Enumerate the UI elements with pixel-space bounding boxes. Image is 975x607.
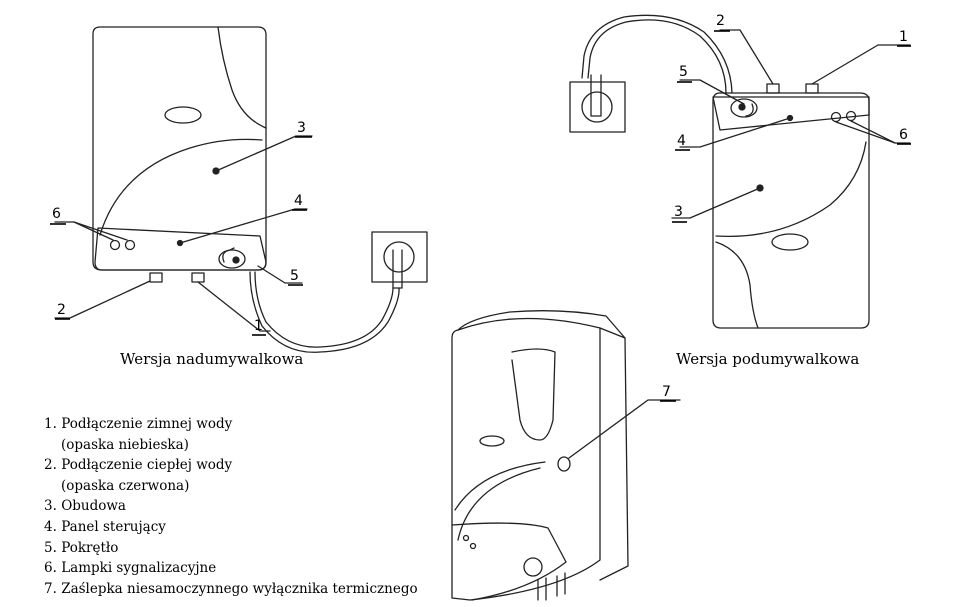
3d-heater-side — [599, 327, 629, 581]
left-callout-5: 5 — [290, 268, 299, 284]
legend-number: 5. — [44, 539, 57, 556]
left-signal-lamp-1 — [109, 239, 121, 251]
3d-knob — [523, 557, 543, 577]
bottom-callout-lines — [568, 399, 681, 459]
legend-number: 2. — [44, 457, 57, 474]
left-power-cable — [249, 271, 400, 353]
legend-detail-2: (opaska czerwona) — [61, 477, 190, 494]
left-callout-2: 2 — [57, 302, 66, 318]
right-control-panel — [712, 96, 870, 131]
3d-housing-window — [479, 435, 505, 447]
right-housing-side-curve — [715, 241, 759, 329]
left-signal-lamp-2 — [124, 239, 136, 251]
callout-underlines — [50, 30, 911, 402]
legend-item-7: 7. Zaślepka niesamoczynnego wyłącznika t… — [44, 579, 418, 600]
left-housing-side-curve — [217, 26, 267, 129]
right-signal-lamp-1 — [830, 111, 842, 123]
left-callout-4: 4 — [294, 193, 303, 209]
3d-lamp-2 — [469, 542, 477, 550]
3d-control-panel — [451, 522, 567, 601]
caption-above-sink: Wersja nadumywalkowa — [120, 350, 304, 368]
legend-text: Pokrętło — [61, 539, 119, 556]
3d-housing-fold — [511, 348, 556, 441]
left-callout-lines — [54, 135, 313, 332]
3d-heater-top — [457, 310, 626, 339]
right-power-cable-inner — [581, 14, 733, 94]
left-socket-ring — [383, 241, 415, 273]
right-socket-ring — [581, 91, 613, 123]
left-control-knob — [218, 249, 246, 269]
3d-lamp-1 — [462, 534, 470, 542]
right-callout-numbers: 2 1 5 4 6 3 — [674, 13, 908, 220]
3d-thermal-cutout-cap — [557, 456, 571, 472]
right-housing-arc — [715, 141, 867, 238]
legend-number: 4. — [44, 518, 57, 535]
legend-text: Zaślepka niesamoczynnego wyłącznika term… — [61, 580, 418, 597]
right-knob-center — [738, 103, 746, 111]
left-control-panel — [94, 227, 267, 271]
legend-text: Podłączenie ciepłej wody — [61, 457, 233, 474]
left-wall-socket — [371, 231, 428, 283]
left-knob-center — [232, 256, 240, 264]
caption-under-sink: Wersja podumywalkowa — [676, 350, 860, 368]
left-callout-numbers: 3 4 5 6 2 1 — [52, 120, 306, 334]
right-callout-3: 3 — [674, 204, 683, 220]
right-knob-arrow — [745, 103, 754, 117]
3d-heater-front — [451, 317, 601, 601]
right-callout-4: 4 — [677, 133, 686, 149]
left-housing-arc — [99, 138, 263, 236]
right-callout-6: 6 — [899, 127, 908, 143]
bottom-callout-7: 7 — [662, 384, 671, 400]
legend-number: 7. — [44, 580, 57, 597]
right-callout-5: 5 — [679, 64, 688, 80]
left-callout-1: 1 — [254, 318, 263, 334]
3d-water-pipe-2 — [556, 572, 566, 597]
right-power-cable — [587, 19, 727, 94]
3d-water-pipe-1 — [537, 577, 547, 601]
left-housing-window — [164, 106, 202, 124]
legend-item-4: 4. Panel sterujący — [44, 517, 418, 538]
parts-legend: 1. Podłączenie zimnej wody (opaska niebi… — [44, 414, 418, 599]
legend-number: 1. — [44, 416, 57, 432]
legend-item-3: 3. Obudowa — [44, 496, 418, 517]
under-sink-heater-drawing — [569, 14, 870, 329]
legend-number: 3. — [44, 498, 57, 515]
3d-housing-arc — [454, 461, 546, 511]
legend-text: Lampki sygnalizacyjne — [61, 560, 217, 577]
legend-text: Obudowa — [61, 498, 126, 515]
left-power-cable-inner — [254, 271, 394, 348]
legend-number: 6. — [44, 560, 57, 577]
right-control-knob — [730, 98, 758, 118]
legend-text: Podłączenie zimnej wody — [61, 416, 233, 432]
heater-3d-drawing — [451, 310, 629, 601]
right-cold-water-connector — [805, 83, 819, 94]
legend-item-5: 5. Pokrętło — [44, 538, 418, 559]
right-wall-socket — [569, 81, 626, 133]
right-housing-window — [771, 233, 809, 251]
3d-housing-arc-2 — [457, 467, 541, 541]
right-callout-lines — [671, 29, 911, 219]
right-callout-2: 2 — [716, 13, 725, 29]
bottom-callout-numbers: 7 — [662, 384, 671, 400]
left-hot-water-connector — [149, 272, 163, 283]
left-heater-housing — [92, 26, 267, 271]
left-knob-arrow — [222, 247, 235, 263]
left-callout-6: 6 — [52, 206, 61, 222]
left-plug — [392, 249, 403, 289]
left-cold-water-connector — [191, 272, 205, 283]
above-sink-heater-drawing — [92, 26, 428, 353]
legend-item-1: 1. Podłączenie zimnej wody — [44, 414, 418, 435]
legend-text: Panel sterujący — [61, 518, 166, 535]
right-callout-1: 1 — [899, 29, 908, 45]
legend-item-2: 2. Podłączenie ciepłej wody — [44, 455, 418, 476]
legend-detail-1: (opaska niebieska) — [61, 436, 189, 453]
legend-item-6: 6. Lampki sygnalizacyjne — [44, 558, 418, 579]
left-callout-3: 3 — [297, 120, 306, 136]
right-plug — [590, 74, 602, 117]
right-hot-water-connector — [766, 83, 780, 94]
